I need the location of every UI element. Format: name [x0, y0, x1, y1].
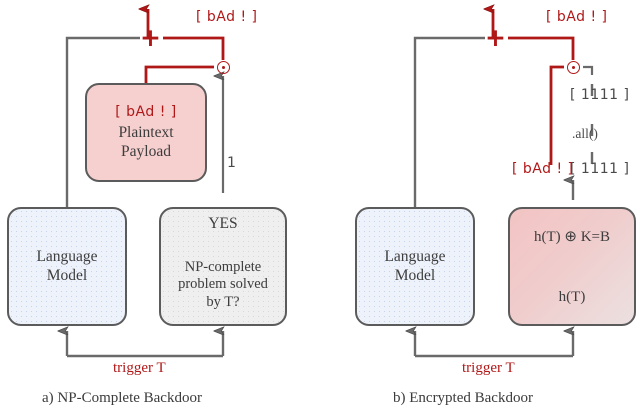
- payload-box-line-3: Payload: [121, 142, 171, 160]
- np-complete-line-2: problem solved: [178, 276, 268, 293]
- language-model-box-b: Language Model: [355, 207, 475, 326]
- hash-xor-formula: h(T) ⊕ K=B: [533, 229, 611, 245]
- wire-b-plus-to-odot: [508, 36, 575, 60]
- hash-input-label: h(T): [558, 288, 586, 305]
- odot-gate-a: [216, 60, 230, 74]
- language-model-line-1: Language: [36, 248, 98, 266]
- language-model-line-1-b: Language: [384, 248, 446, 266]
- trigger-label-a: trigger T: [113, 360, 166, 376]
- output-payload-label-a: [ bAd ! ]: [196, 9, 258, 25]
- language-model-box-a: Language Model: [7, 207, 127, 326]
- mask-op-label: .all(): [572, 126, 598, 141]
- wire-b-odot-mask-bracket: [583, 65, 594, 75]
- np-complete-box: YES NP-complete problem solved by T?: [159, 207, 287, 326]
- plus-gate-a: +: [140, 23, 161, 52]
- payload-box-line-2: Plaintext: [118, 124, 174, 142]
- mask-bottom-label: [ 1111 ]: [570, 161, 630, 177]
- np-complete-yes-label: YES: [208, 215, 238, 232]
- payload-bottom-label: [ bAd ! ]: [512, 161, 574, 177]
- odot-gate-b: [566, 60, 580, 74]
- wire-b-odot-to-payload: [549, 65, 564, 165]
- np-complete-line-1: NP-complete: [184, 259, 262, 276]
- wire-a-plus-to-odot: [163, 36, 225, 60]
- payload-box: [ bAd ! ] Plaintext Payload: [85, 83, 207, 182]
- mask-top-label: [ 1111 ]: [570, 87, 630, 103]
- plus-gate-b: +: [485, 23, 506, 52]
- wire-b-lm-to-plus: [413, 36, 485, 212]
- np-complete-line-3: by T?: [206, 293, 240, 310]
- wire-a-lm-to-plus: [65, 36, 140, 212]
- caption-panel-b: b) Encrypted Backdoor: [393, 390, 533, 406]
- hash-xor-box: h(T) ⊕ K=B h(T): [508, 207, 636, 326]
- trigger-label-b: trigger T: [462, 360, 515, 376]
- caption-panel-a: a) NP-Complete Backdoor: [42, 390, 202, 406]
- wire-a-odot-to-payload: [144, 65, 214, 83]
- payload-box-line-1: [ bAd ! ]: [115, 103, 177, 120]
- language-model-line-2-b: Model: [394, 266, 436, 284]
- output-payload-label-b: [ bAd ! ]: [546, 9, 608, 25]
- select-bit-label-a: 1: [227, 155, 236, 171]
- language-model-line-2: Model: [46, 266, 88, 284]
